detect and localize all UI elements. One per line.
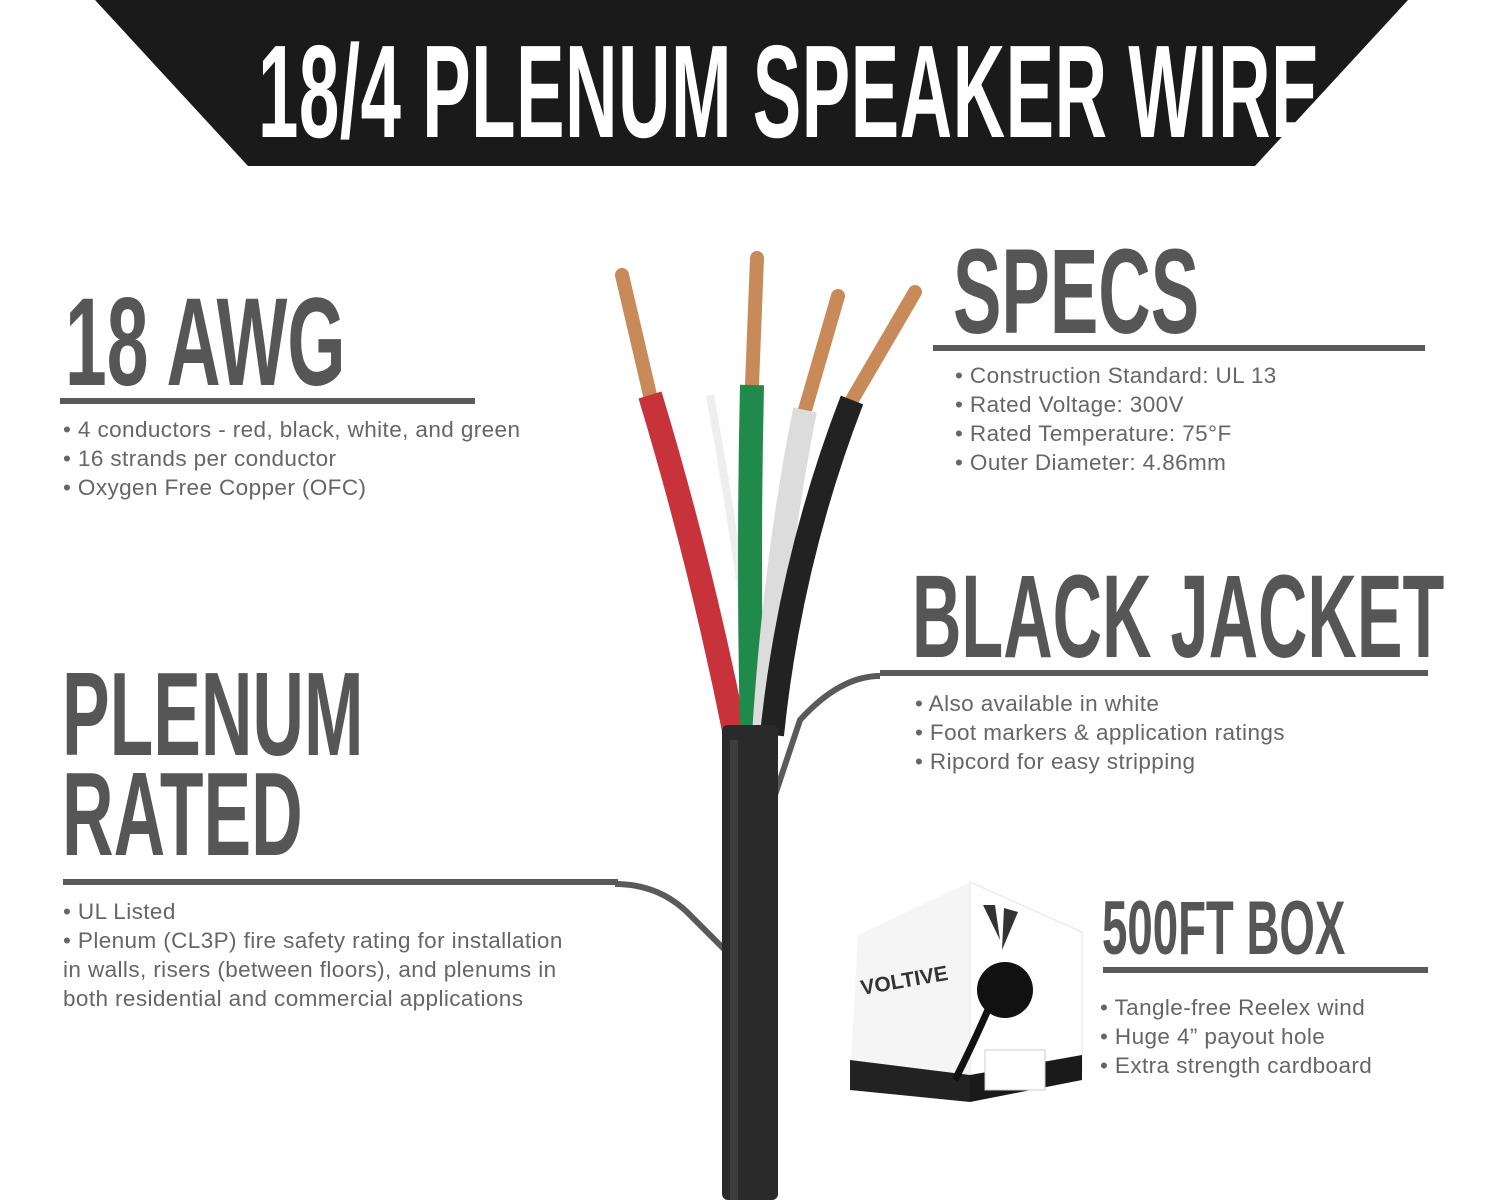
bullet: • Foot markers & application ratings [915,720,1285,745]
bullet: • Rated Temperature: 75°F [955,421,1232,446]
jacket-bullets: • Also available in white • Foot markers… [915,689,1435,776]
bullet: • 16 strands per conductor [63,446,337,471]
awg-heading: 18 AWG [65,273,346,412]
bullet: • Extra strength cardboard [1100,1053,1373,1078]
title-banner [95,0,1408,166]
awg-bullets: • 4 conductors - red, black, white, and … [63,415,563,502]
plenum-bullets: • UL Listed • Plenum (CL3P) fire safety … [63,897,573,1013]
plenum-heading-line2: RATED [62,748,303,881]
product-box: VOLTIVE [850,881,1083,1103]
bullet: • Plenum (CL3P) fire safety rating for i… [63,928,563,1011]
copper-strands [615,251,922,417]
jacket-heading: BLACK JACKET [912,551,1445,683]
black-wire [760,395,864,737]
plenum-divider [63,879,618,885]
bullet: • UL Listed [63,899,176,924]
plenum-callout-line [614,881,738,963]
red-wire [638,391,747,738]
specs-divider [933,345,1425,351]
jacket-divider [880,670,1428,676]
box-bullets: • Tangle-free Reelex wind • Huge 4” payo… [1100,993,1480,1080]
box-heading: 500FT BOX [1102,886,1346,971]
awg-divider [60,398,475,404]
bullet: • Huge 4” payout hole [1100,1024,1326,1049]
bullet: • Tangle-free Reelex wind [1100,995,1366,1020]
bullet: • Construction Standard: UL 13 [955,363,1277,388]
bullet: • Also available in white [915,691,1160,716]
bullet: • Oxygen Free Copper (OFC) [63,475,367,500]
specs-heading: SPECS [953,223,1200,359]
specs-bullets: • Construction Standard: UL 13 • Rated V… [955,361,1455,477]
jacket-callout-line [767,673,881,811]
bullet: • 4 conductors - red, black, white, and … [63,417,521,442]
bullet: • Outer Diameter: 4.86mm [955,450,1227,475]
plenum-heading-line1: PLENUM [62,648,364,781]
green-wire [738,384,764,736]
box-divider [1103,967,1428,973]
bullet: • Rated Voltage: 300V [955,392,1184,417]
bullet: • Ripcord for easy stripping [915,749,1196,774]
